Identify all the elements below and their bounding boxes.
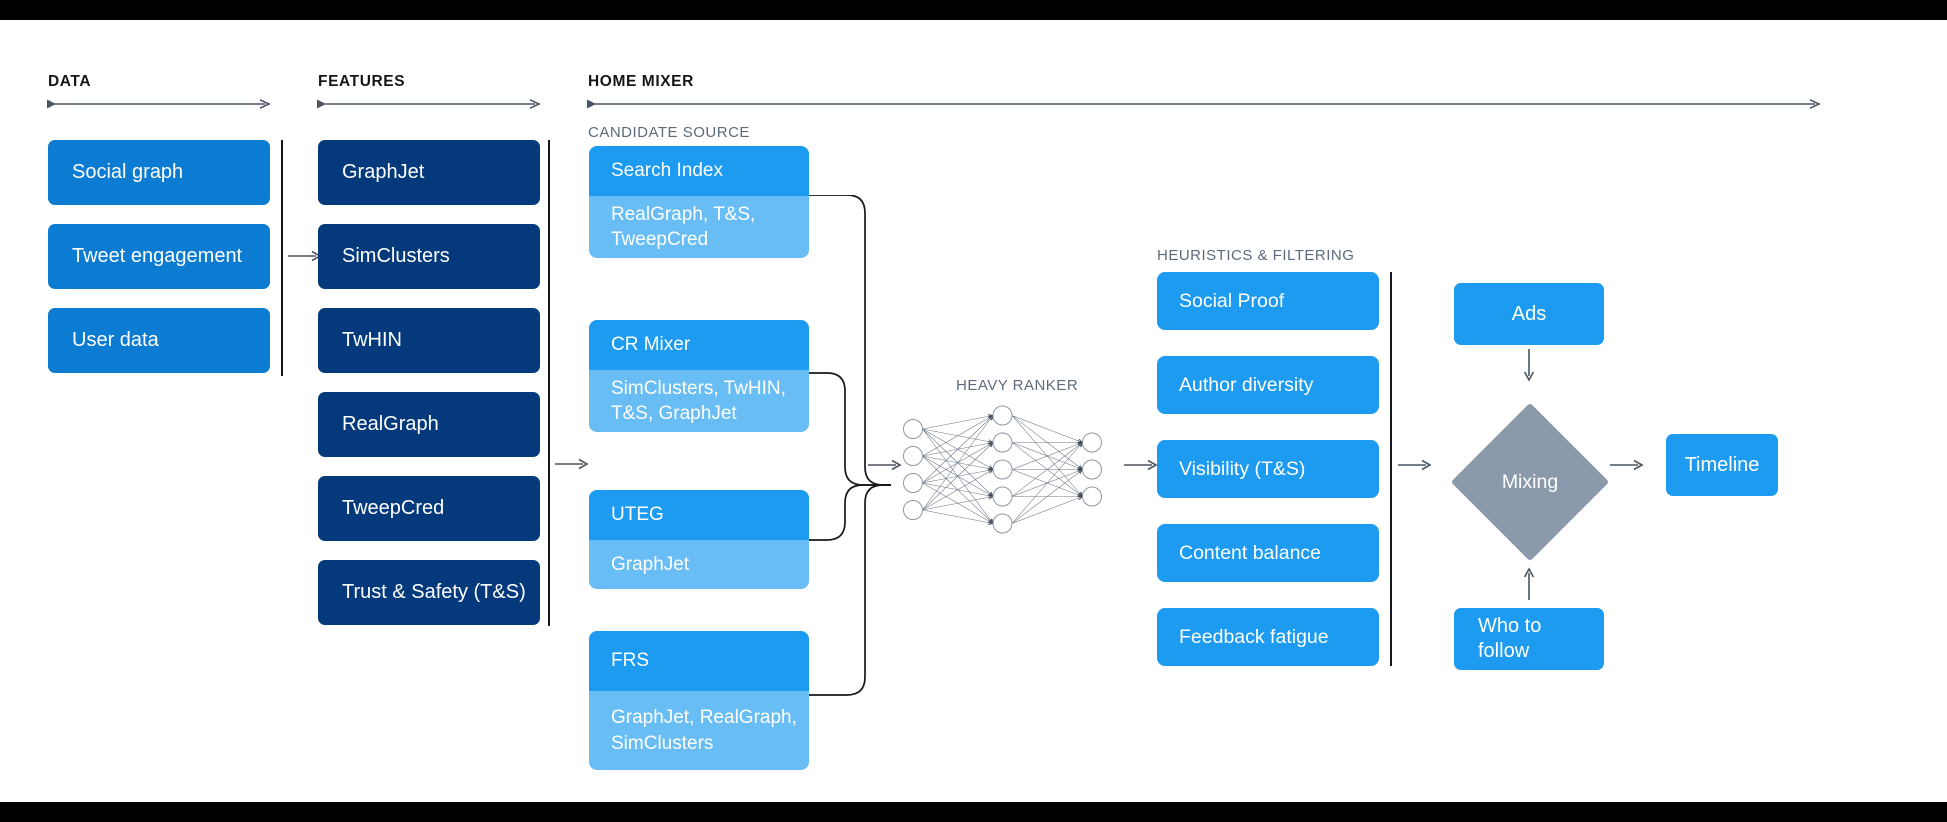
- section-title-home-mixer: HOME MIXER: [588, 73, 694, 90]
- candidate-source-title: Search Index: [589, 146, 809, 196]
- heuristic-box-author-diversity[interactable]: Author diversity: [1157, 356, 1379, 414]
- candidate-source-card-cr-mixer[interactable]: CR Mixer SimClusters, TwHIN, T&S, GraphJ…: [589, 320, 809, 432]
- heuristic-box-content-balance[interactable]: Content balance: [1157, 524, 1379, 582]
- mixing-input-who-to-follow[interactable]: Who to follow: [1454, 608, 1604, 670]
- heuristic-box-visibility[interactable]: Visibility (T&S): [1157, 440, 1379, 498]
- candidate-source-title: CR Mixer: [589, 320, 809, 370]
- candidate-source-card-frs[interactable]: FRS GraphJet, RealGraph, SimClusters: [589, 631, 809, 770]
- candidate-source-features: RealGraph, T&S, TweepCred: [589, 196, 809, 258]
- arrow-mixing-to-timeline: [1610, 458, 1644, 472]
- candidate-source-title: UTEG: [589, 490, 809, 540]
- candidate-source-connectors: [805, 194, 925, 710]
- section-title-data: DATA: [48, 73, 92, 90]
- diagram-canvas: DATA FEATURES HOME MIXER CANDIDATE SOURC…: [0, 20, 1947, 802]
- candidate-source-card-uteg[interactable]: UTEG GraphJet: [589, 490, 809, 589]
- arrow-heuristics-to-mixing: [1398, 458, 1432, 472]
- feature-box-twhin[interactable]: TwHIN: [318, 308, 540, 373]
- data-header-arrow: [47, 98, 272, 110]
- candidate-source-features: GraphJet, RealGraph, SimClusters: [589, 691, 809, 770]
- feature-box-graphjet[interactable]: GraphJet: [318, 140, 540, 205]
- arrow-candidate-source-to-heavy-ranker: [868, 458, 902, 472]
- feature-box-realgraph[interactable]: RealGraph: [318, 392, 540, 457]
- feature-box-trust-and-safety[interactable]: Trust & Safety (T&S): [318, 560, 540, 625]
- arrow-features-to-candidate-source: [555, 457, 589, 471]
- data-box-social-graph[interactable]: Social graph: [48, 140, 270, 205]
- candidate-source-title: FRS: [589, 631, 809, 691]
- data-box-user-data[interactable]: User data: [48, 308, 270, 373]
- arrow-ads-to-mixing: [1522, 349, 1536, 382]
- arrow-who-to-follow-to-mixing: [1522, 567, 1536, 600]
- divider-heuristics-mixing: [1390, 272, 1392, 666]
- section-title-heavy-ranker: HEAVY RANKER: [956, 377, 1079, 394]
- heavy-ranker-network: [895, 402, 1110, 542]
- output-timeline[interactable]: Timeline: [1666, 434, 1778, 496]
- features-header-arrow: [317, 98, 542, 110]
- data-box-tweet-engagement[interactable]: Tweet engagement: [48, 224, 270, 289]
- mixing-input-ads[interactable]: Ads: [1454, 283, 1604, 345]
- feature-box-simclusters[interactable]: SimClusters: [318, 224, 540, 289]
- divider-features-home-mixer: [548, 140, 550, 626]
- mixing-node-label: Mixing: [1501, 470, 1559, 493]
- arrow-heavy-ranker-to-heuristics: [1124, 458, 1158, 472]
- feature-box-tweepcred[interactable]: TweepCred: [318, 476, 540, 541]
- section-title-features: FEATURES: [318, 73, 406, 90]
- candidate-source-features: GraphJet: [589, 540, 809, 589]
- diagram-stage: DATA FEATURES HOME MIXER CANDIDATE SOURC…: [0, 20, 1947, 802]
- section-title-candidate-source: CANDIDATE SOURCE: [588, 124, 750, 141]
- heuristic-box-feedback-fatigue[interactable]: Feedback fatigue: [1157, 608, 1379, 666]
- arrow-data-to-features: [288, 249, 322, 263]
- candidate-source-features: SimClusters, TwHIN, T&S, GraphJet: [589, 370, 809, 432]
- candidate-source-card-search-index[interactable]: Search Index RealGraph, T&S, TweepCred: [589, 146, 809, 258]
- section-title-heuristics: HEURISTICS & FILTERING: [1157, 247, 1355, 264]
- divider-data-features: [281, 140, 283, 376]
- heuristic-box-social-proof[interactable]: Social Proof: [1157, 272, 1379, 330]
- home-mixer-header-arrow: [587, 98, 1822, 110]
